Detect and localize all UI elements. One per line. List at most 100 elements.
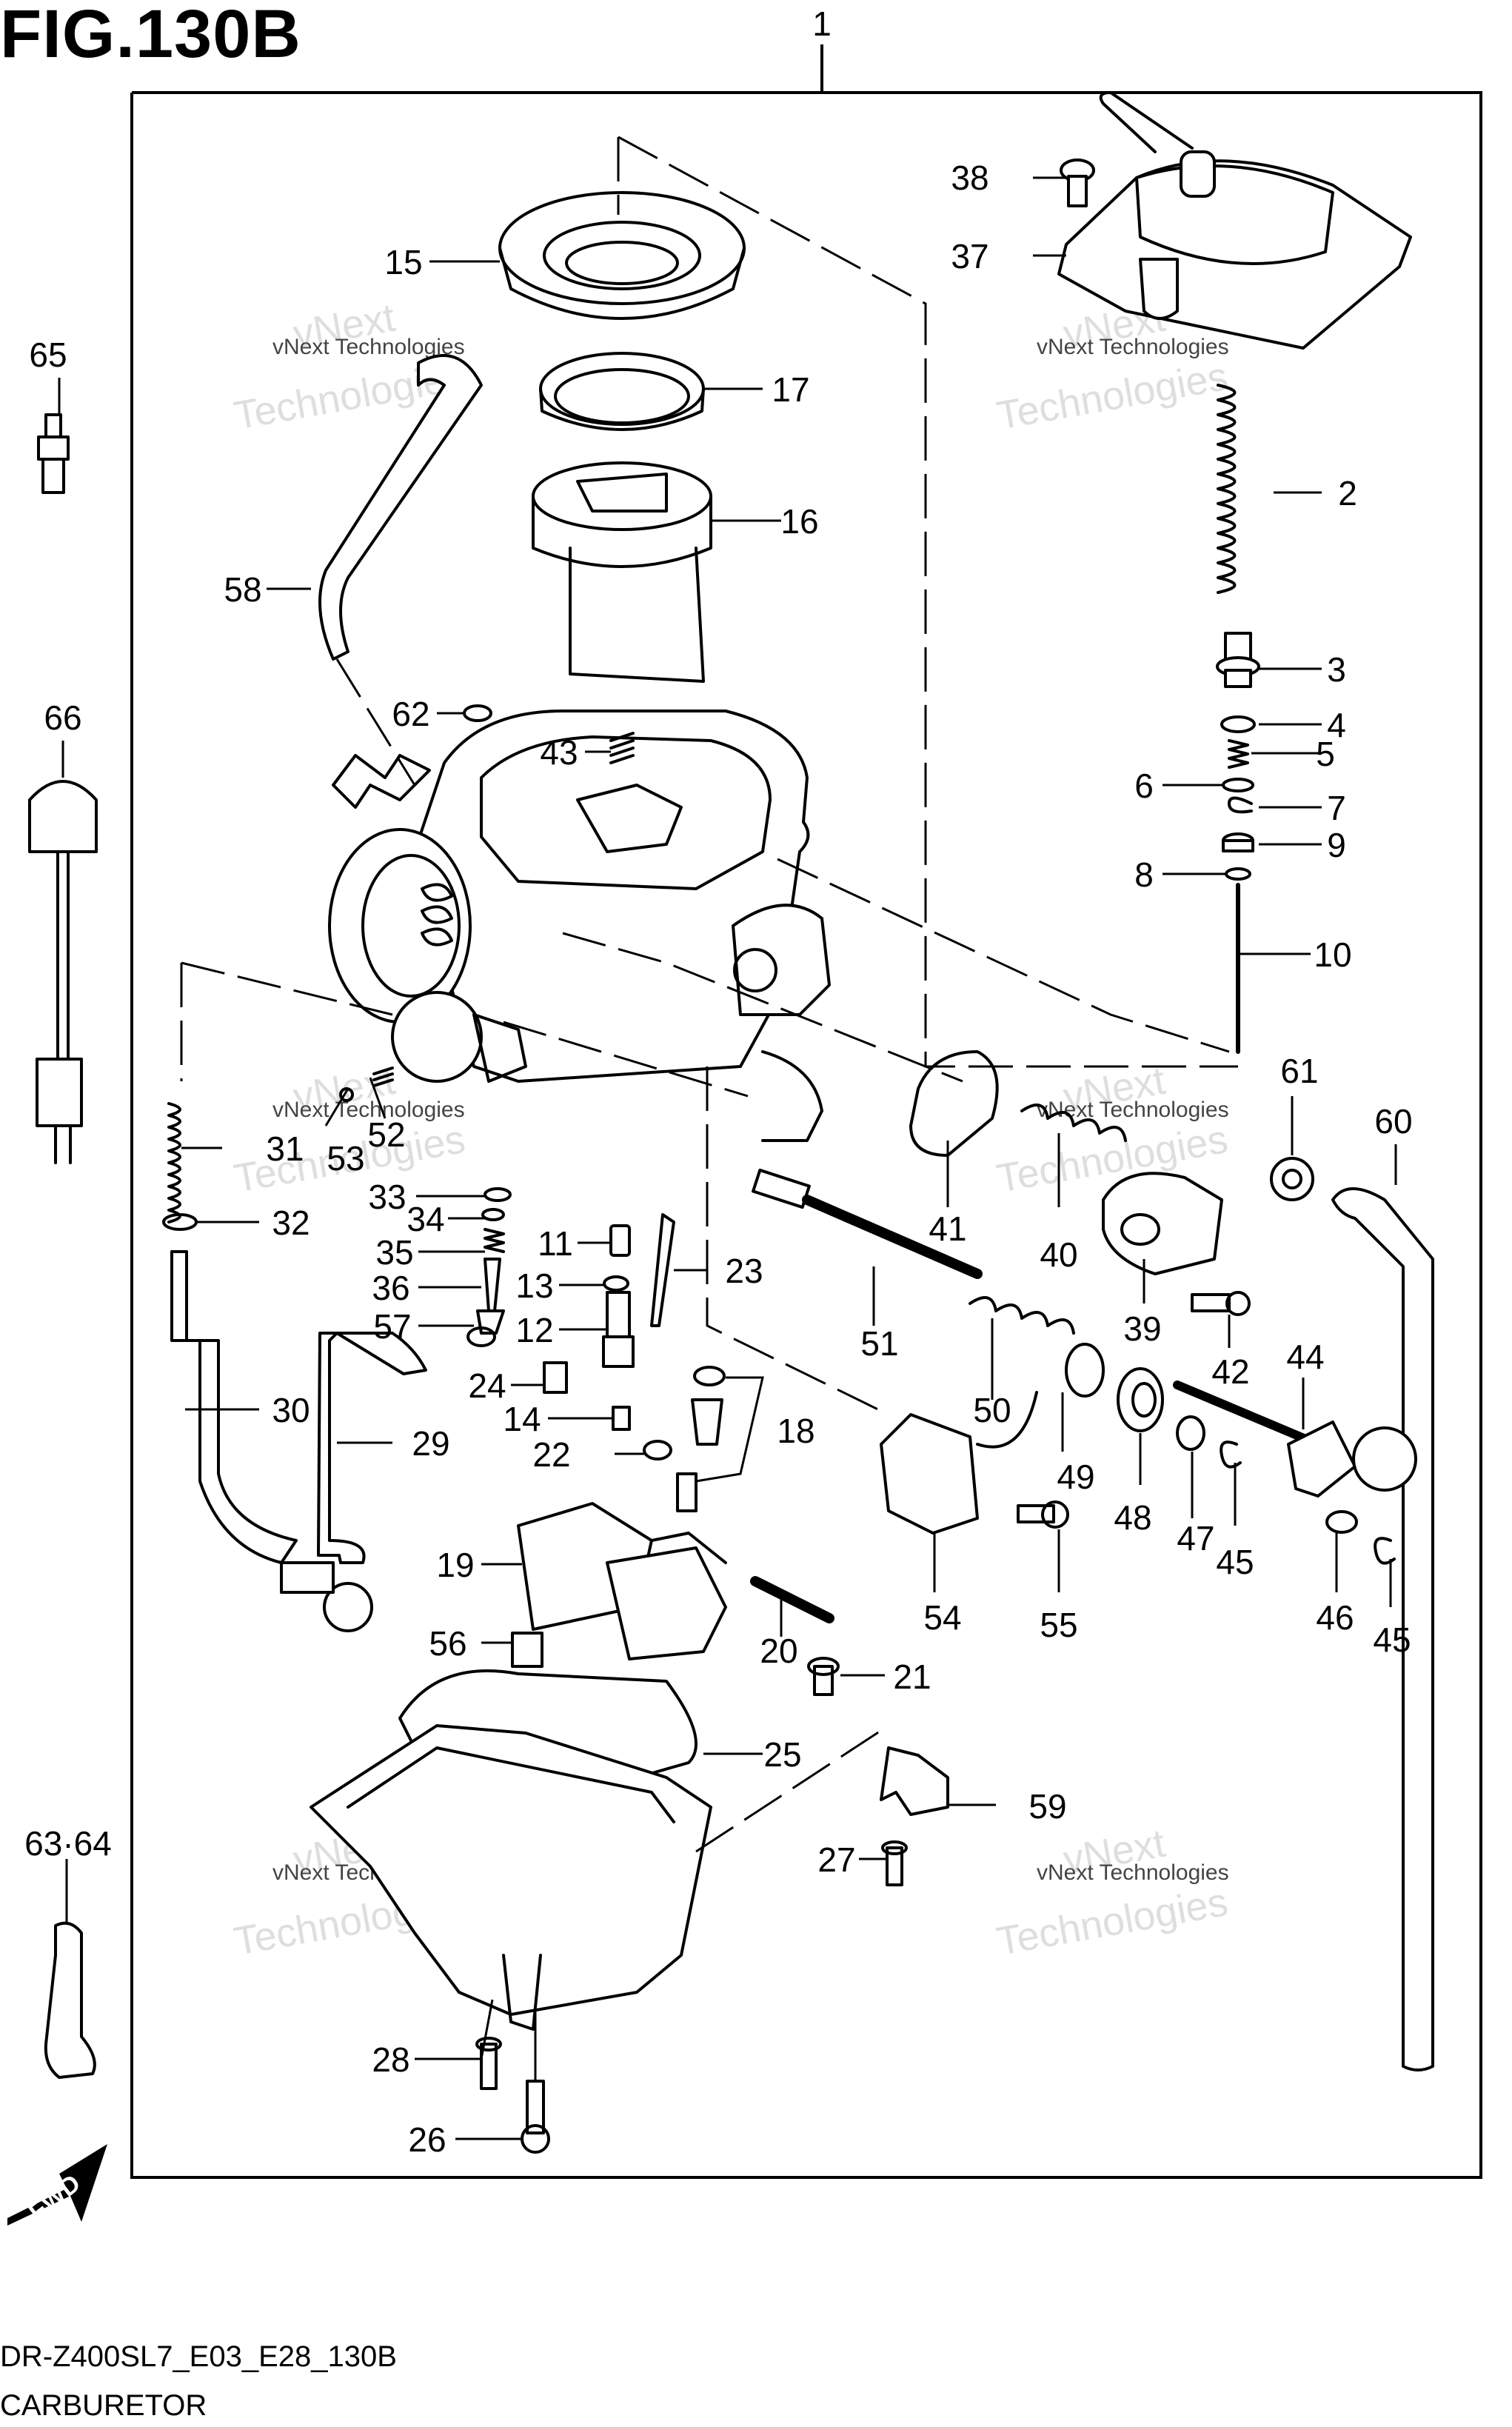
callout-55: 55 bbox=[1040, 1606, 1077, 1644]
callout-13: 13 bbox=[515, 1266, 553, 1305]
callout-47: 47 bbox=[1177, 1519, 1214, 1558]
assembly-lines bbox=[180, 136, 1238, 1853]
part-4-o-ring bbox=[1220, 715, 1256, 733]
callout-35: 35 bbox=[375, 1233, 413, 1272]
callout-17: 17 bbox=[772, 370, 809, 409]
part-42-screw bbox=[1191, 1291, 1251, 1316]
callout-59: 59 bbox=[1028, 1787, 1066, 1826]
watermark-small-b: vNext Technologies bbox=[1037, 335, 1229, 359]
callout-32: 32 bbox=[272, 1204, 310, 1242]
callout-45a: 45 bbox=[1216, 1543, 1254, 1581]
part-57-plug bbox=[466, 1326, 496, 1347]
callout-1: 1 bbox=[812, 4, 832, 43]
part-52-screw bbox=[372, 1066, 394, 1087]
part-26-screw bbox=[521, 2080, 550, 2154]
part-44-throttle-lever bbox=[1173, 1381, 1417, 1498]
callout-9: 9 bbox=[1327, 826, 1346, 864]
callout-36: 36 bbox=[372, 1269, 409, 1307]
part-15-funnel bbox=[498, 191, 746, 320]
callout-56: 56 bbox=[429, 1624, 466, 1663]
part-28-screw bbox=[475, 2037, 502, 2090]
callout-23: 23 bbox=[725, 1252, 763, 1290]
callout-40: 40 bbox=[1040, 1235, 1077, 1274]
callout-6: 6 bbox=[1134, 767, 1154, 805]
callout-34: 34 bbox=[407, 1200, 444, 1238]
part-30-gear bbox=[280, 1561, 373, 1632]
callout-46: 46 bbox=[1316, 1598, 1354, 1637]
callout-66: 66 bbox=[44, 698, 81, 737]
part-53-plug bbox=[339, 1087, 354, 1102]
part-18-float-valve bbox=[676, 1366, 726, 1512]
part-55-screw bbox=[1017, 1500, 1069, 1529]
part-61-clamp bbox=[1270, 1157, 1314, 1201]
callout-37: 37 bbox=[951, 237, 989, 276]
callout-39: 39 bbox=[1123, 1309, 1161, 1348]
part-9-spacer bbox=[1222, 832, 1254, 852]
callout-14: 14 bbox=[503, 1400, 541, 1438]
part-23-jet bbox=[650, 1213, 675, 1327]
part-45a-clip bbox=[1220, 1440, 1242, 1469]
callout-24: 24 bbox=[468, 1366, 506, 1405]
callout-3: 3 bbox=[1327, 650, 1346, 689]
callout-27: 27 bbox=[817, 1840, 855, 1879]
carburetor-body bbox=[328, 710, 831, 1142]
part-46-washer bbox=[1325, 1510, 1358, 1534]
part-38-screw bbox=[1060, 158, 1095, 207]
callout-25: 25 bbox=[763, 1735, 801, 1774]
part-16-throttle-slide bbox=[532, 461, 712, 683]
callout-44: 44 bbox=[1286, 1338, 1324, 1376]
callout-38: 38 bbox=[951, 158, 989, 197]
part-5-spring bbox=[1228, 739, 1249, 769]
callout-7: 7 bbox=[1327, 789, 1346, 827]
figure-code: DR-Z400SL7_E03_E28_130B bbox=[0, 2340, 397, 2373]
part-40-spring bbox=[1020, 1104, 1127, 1142]
callout-22: 22 bbox=[532, 1435, 570, 1474]
part-35-spring bbox=[484, 1228, 505, 1253]
callout-19: 19 bbox=[436, 1546, 474, 1584]
callout-53: 53 bbox=[327, 1139, 364, 1178]
callout-26: 26 bbox=[408, 2120, 446, 2159]
part-54-throttle-sensor bbox=[880, 1391, 1038, 1535]
part-60-hose bbox=[1331, 1187, 1434, 2072]
part-30-cable bbox=[170, 1250, 298, 1564]
callout-10: 10 bbox=[1314, 935, 1351, 974]
callout-42: 42 bbox=[1211, 1352, 1249, 1391]
callout-33: 33 bbox=[368, 1178, 406, 1216]
fwd-arrow: FWD bbox=[7, 2144, 107, 2226]
watermark-small-f: vNext Technologies bbox=[1037, 1860, 1229, 1885]
part-12-needle-jet bbox=[602, 1291, 635, 1368]
callout-4: 4 bbox=[1327, 706, 1346, 744]
part-41-gasket bbox=[909, 1050, 999, 1157]
watermark-f: Technologies bbox=[994, 1880, 1231, 1964]
callout-43: 43 bbox=[540, 733, 578, 772]
figure-title: FIG.130B bbox=[0, 0, 301, 72]
part-2-spring bbox=[1217, 384, 1237, 594]
part-45b-clip bbox=[1374, 1537, 1396, 1565]
callout-18: 18 bbox=[777, 1412, 814, 1450]
callout-29: 29 bbox=[412, 1424, 449, 1463]
part-17-ring bbox=[539, 352, 705, 431]
watermark-small-group: vNext Technologies vNext Technologies vN… bbox=[272, 335, 1229, 1885]
callout-51: 51 bbox=[860, 1324, 898, 1363]
callout-12: 12 bbox=[515, 1311, 553, 1349]
callout-20: 20 bbox=[760, 1632, 797, 1670]
callout-50: 50 bbox=[973, 1391, 1011, 1429]
leader-lines bbox=[58, 176, 1397, 2140]
callout-54: 54 bbox=[923, 1598, 961, 1637]
callout-15: 15 bbox=[384, 243, 422, 281]
part-43-screw bbox=[609, 732, 635, 764]
part-31-spring bbox=[167, 1102, 181, 1223]
callout-58: 58 bbox=[224, 570, 261, 609]
part-62-o-ring bbox=[463, 704, 492, 722]
part-58-hose bbox=[318, 354, 483, 661]
callout-52: 52 bbox=[367, 1115, 405, 1154]
part-7-clip bbox=[1228, 796, 1253, 814]
part-56-clip bbox=[511, 1632, 543, 1668]
callout-63-64: 63·64 bbox=[24, 1824, 112, 1863]
part-36-pilot-screw bbox=[476, 1258, 505, 1335]
part-20-pin bbox=[750, 1576, 834, 1623]
part-51-shaft bbox=[752, 1168, 983, 1279]
watermark-b: Technologies bbox=[994, 354, 1231, 438]
callout-21: 21 bbox=[893, 1657, 931, 1696]
